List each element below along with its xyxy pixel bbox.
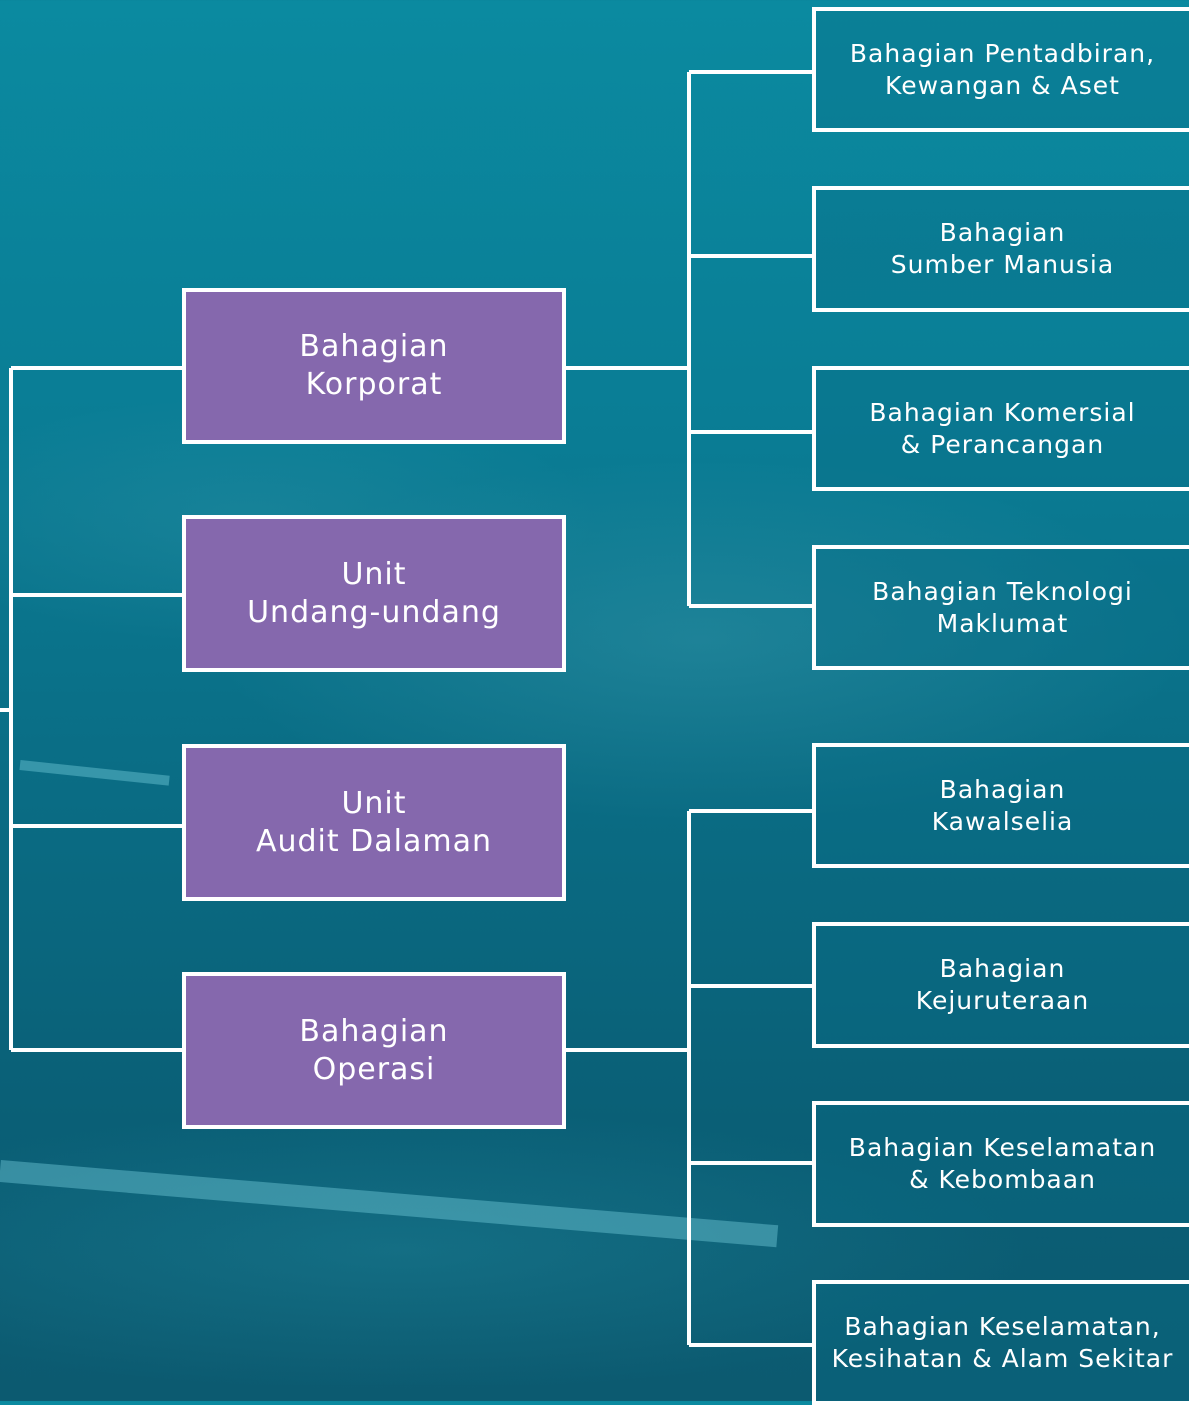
unit-box-audit-dalaman: Unit Audit Dalaman xyxy=(182,744,566,901)
division-alam-sekitar-line2: Kesihatan & Alam Sekitar xyxy=(831,1343,1174,1373)
connector-korporat-branch xyxy=(564,72,691,606)
division-box-alam-sekitar: Bahagian Keselamatan, Kesihatan & Alam S… xyxy=(812,1280,1189,1405)
division-box-komersial: Bahagian Komersial & Perancangan xyxy=(812,366,1189,491)
division-alam-sekitar-line1: Bahagian Keselamatan, xyxy=(844,1311,1161,1341)
unit-operasi-line1: Bahagian xyxy=(299,1013,449,1049)
division-box-kebombaan: Bahagian Keselamatan & Kebombaan xyxy=(812,1101,1189,1227)
division-komersial-line1: Bahagian Komersial xyxy=(869,397,1136,427)
division-box-kejuruteraan: Bahagian Kejuruteraan xyxy=(812,922,1189,1048)
unit-box-undang-undang: Unit Undang-undang xyxy=(182,515,566,672)
division-box-pentadbiran: Bahagian Pentadbiran, Kewangan & Aset xyxy=(812,7,1189,132)
connector-operasi-branch xyxy=(564,811,691,1345)
connector-left-trunk xyxy=(0,368,13,1050)
unit-korporat-line2: Korporat xyxy=(305,367,443,402)
division-kejuruteraan-line1: Bahagian xyxy=(939,954,1066,983)
division-komersial-line2: & Perancangan xyxy=(900,429,1105,459)
division-box-teknologi: Bahagian Teknologi Maklumat xyxy=(812,545,1189,670)
division-teknologi-line1: Bahagian Teknologi xyxy=(872,576,1133,606)
unit-box-operasi: Bahagian Operasi xyxy=(182,972,566,1129)
division-teknologi-line2: Maklumat xyxy=(936,608,1069,638)
unit-audit-line1: Unit xyxy=(341,785,407,821)
division-kebombaan-line2: & Kebombaan xyxy=(909,1165,1096,1194)
division-pentadbiran-line1: Bahagian Pentadbiran, xyxy=(849,38,1156,68)
division-sumber-manusia-line2: Sumber Manusia xyxy=(890,250,1115,279)
division-pentadbiran-line2: Kewangan & Aset xyxy=(885,70,1120,100)
unit-undang-line1: Unit xyxy=(341,556,407,592)
unit-audit-line2: Audit Dalaman xyxy=(255,823,493,859)
unit-korporat-line1: Bahagian xyxy=(299,329,449,364)
division-sumber-manusia-line1: Bahagian xyxy=(939,218,1066,247)
division-kawalselia-line1: Bahagian xyxy=(939,774,1066,804)
unit-operasi-line2: Operasi xyxy=(312,1051,436,1087)
division-box-kawalselia: Bahagian Kawalselia xyxy=(812,743,1189,868)
unit-box-korporat: Bahagian Korporat xyxy=(182,288,566,444)
division-box-sumber-manusia: Bahagian Sumber Manusia xyxy=(812,186,1189,312)
unit-undang-line2: Undang-undang xyxy=(247,594,501,630)
division-kawalselia-line2: Kawalselia xyxy=(931,806,1074,836)
division-kejuruteraan-line2: Kejuruteraan xyxy=(915,986,1090,1015)
division-kebombaan-line1: Bahagian Keselamatan xyxy=(848,1133,1157,1162)
